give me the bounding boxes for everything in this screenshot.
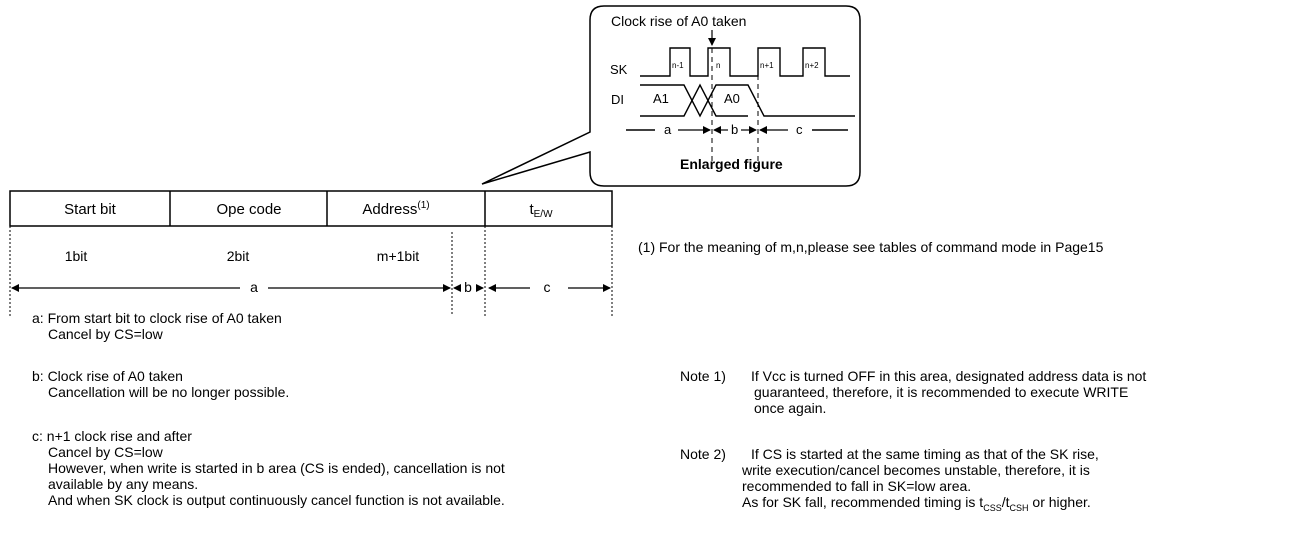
- note-2-css-sub: CSS: [983, 502, 1002, 513]
- di-a1-label: A1: [653, 91, 669, 106]
- address-footnote-marker: (1): [417, 200, 429, 211]
- di-waveform-upper: [640, 84, 855, 118]
- description-b-line: Cancellation will be no longer possible.: [48, 384, 290, 400]
- sk-pulse-label: n+1: [760, 61, 774, 70]
- callout-interval-a: a: [664, 122, 672, 137]
- note-1-line: If Vcc is turned OFF in this area, desig…: [751, 368, 1147, 384]
- interval-c: c: [544, 279, 551, 295]
- description-c-line: Cancel by CS=low: [48, 444, 163, 460]
- sk-label: SK: [610, 62, 628, 77]
- footnote: (1) For the meaning of m,n,please see ta…: [638, 239, 1104, 255]
- di-a0-label: A0: [724, 91, 740, 106]
- description-b: b: Clock rise of A0 taken Cancellation w…: [32, 368, 289, 400]
- description-c-line: However, when write is started in b area…: [48, 460, 505, 476]
- sk-pulse-label: n: [716, 61, 720, 70]
- cell-tew: tE/W: [529, 201, 553, 220]
- sk-pulse-label: n+2: [805, 61, 819, 70]
- note-1-label: Note 1): [680, 368, 726, 384]
- description-b-title: b: Clock rise of A0 taken: [32, 368, 183, 384]
- address-label: Address: [362, 201, 417, 218]
- note-2-label: Note 2): [680, 446, 726, 462]
- callout-title: Clock rise of A0 taken: [611, 13, 746, 29]
- bits-start: 1bit: [65, 248, 88, 264]
- description-c: c: n+1 clock rise and after Cancel by CS…: [32, 428, 505, 508]
- callout-bubble: [481, 5, 861, 187]
- note-1-line: once again.: [754, 400, 827, 416]
- tew-t: t: [529, 201, 534, 218]
- di-label: DI: [611, 92, 624, 107]
- note-1: If Vcc is turned OFF in this area, desig…: [751, 368, 1146, 416]
- note-2: If CS is started at the same timing as t…: [742, 446, 1099, 516]
- cell-address: Address(1): [362, 200, 429, 218]
- cell-ope-code: Ope code: [216, 201, 281, 218]
- note-2-text: or higher.: [1028, 494, 1091, 510]
- callout-interval-b: b: [731, 122, 738, 137]
- sk-waveform: [640, 47, 850, 77]
- description-a-line: Cancel by CS=low: [48, 326, 163, 342]
- description-c-line: And when SK clock is output continuously…: [48, 492, 505, 508]
- description-a-title: a: From start bit to clock rise of A0 ta…: [32, 310, 282, 326]
- callout-caption: Enlarged figure: [680, 156, 783, 172]
- note-2-line: recommended to fall in SK=low area.: [742, 478, 972, 494]
- bits-ope: 2bit: [227, 248, 250, 264]
- bits-address: m+1bit: [377, 248, 420, 264]
- note-2-text: As for SK fall, recommended timing is t: [742, 494, 984, 510]
- tew-subscript: E/W: [534, 209, 553, 220]
- sequence-frame: [9, 190, 613, 227]
- description-c-title: c: n+1 clock rise and after: [32, 428, 192, 444]
- callout-interval-c: c: [796, 122, 803, 137]
- note-1-line: guaranteed, therefore, it is recommended…: [754, 384, 1129, 400]
- description-c-line: available by any means.: [48, 476, 199, 492]
- note-2-text: /t: [1001, 494, 1010, 510]
- di-waveform-lower: [640, 83, 748, 117]
- sk-pulse-label: n-1: [672, 61, 684, 70]
- interval-b: b: [464, 279, 472, 295]
- note-2-line: If CS is started at the same timing as t…: [751, 446, 1099, 462]
- interval-a: a: [250, 279, 258, 295]
- note-2-line: write execution/cancel becomes unstable,…: [742, 462, 1090, 478]
- cell-start-bit: Start bit: [64, 201, 117, 218]
- description-a: a: From start bit to clock rise of A0 ta…: [32, 310, 282, 342]
- note-2-csh-sub: CSH: [1009, 502, 1029, 513]
- note-2-last-line: As for SK fall, recommended timing is tC…: [742, 494, 1099, 516]
